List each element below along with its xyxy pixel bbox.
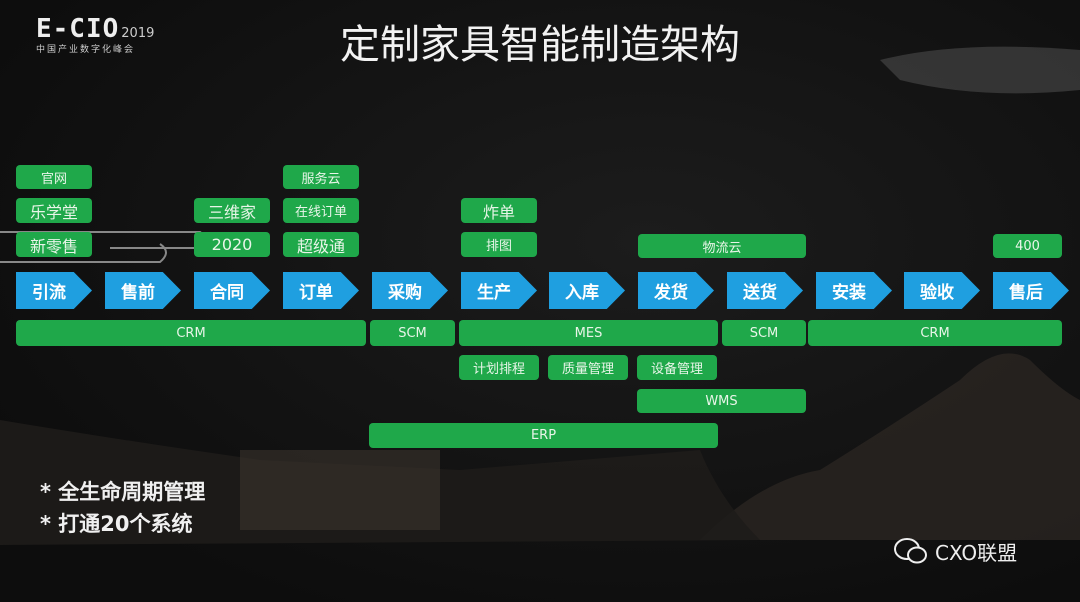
box-400: 400 xyxy=(993,234,1062,258)
stage-shouqian: 售前 xyxy=(105,272,181,309)
stage-shengchan: 生产 xyxy=(461,272,537,309)
stage-hetong: 合同 xyxy=(194,272,270,309)
box-xinlingshou: 新零售 xyxy=(16,232,92,257)
box-paitu: 排图 xyxy=(461,232,537,257)
system-mes: MES xyxy=(459,320,718,346)
box-2020: 2020 xyxy=(194,232,270,257)
system-erp: ERP xyxy=(369,423,718,448)
logo-text: E-CIO xyxy=(36,14,120,44)
box-zaixiandingdan: 在线订单 xyxy=(283,198,359,223)
mes-planning: 计划排程 xyxy=(459,355,539,380)
stage-dingdan: 订单 xyxy=(283,272,359,309)
system-wms: WMS xyxy=(637,389,806,413)
stage-songhuo: 送货 xyxy=(727,272,803,309)
system-crm: CRM xyxy=(16,320,366,346)
box-wuliuyun: 物流云 xyxy=(638,234,806,258)
bullet-lifecycle: * 全生命周期管理 xyxy=(40,480,206,504)
stage-caigou: 采购 xyxy=(372,272,448,309)
box-lexuetang: 乐学堂 xyxy=(16,198,92,223)
box-guanwang: 官网 xyxy=(16,165,92,189)
stage-fahuo: 发货 xyxy=(638,272,714,309)
mes-quality: 质量管理 xyxy=(548,355,628,380)
page-title: 定制家具智能制造架构 xyxy=(340,22,740,68)
stage-yanshou: 验收 xyxy=(904,272,980,309)
watermark: CXO联盟 xyxy=(893,536,1017,566)
logo-subtitle: 中国产业数字化峰会 xyxy=(36,45,136,55)
system-crm-2: CRM xyxy=(808,320,1062,346)
logo-year: 2019 xyxy=(121,26,155,41)
system-scm: SCM xyxy=(370,320,455,346)
box-zhadan: 炸单 xyxy=(461,198,537,223)
wechat-icon xyxy=(894,538,927,564)
system-scm-2: SCM xyxy=(722,320,806,346)
stage-ruku: 入库 xyxy=(549,272,625,309)
bullet-systems: * 打通20个系统 xyxy=(40,512,193,536)
watermark-text: CXO联盟 xyxy=(935,540,1018,565)
stage-anzhuang: 安装 xyxy=(816,272,892,309)
stage-yinliu: 引流 xyxy=(16,272,92,309)
mes-equipment: 设备管理 xyxy=(637,355,717,380)
box-fuwuyun: 服务云 xyxy=(283,165,359,189)
box-chaojitong: 超级通 xyxy=(283,232,359,257)
box-sanweijia: 三维家 xyxy=(194,198,270,223)
stage-shouhou: 售后 xyxy=(993,272,1069,309)
